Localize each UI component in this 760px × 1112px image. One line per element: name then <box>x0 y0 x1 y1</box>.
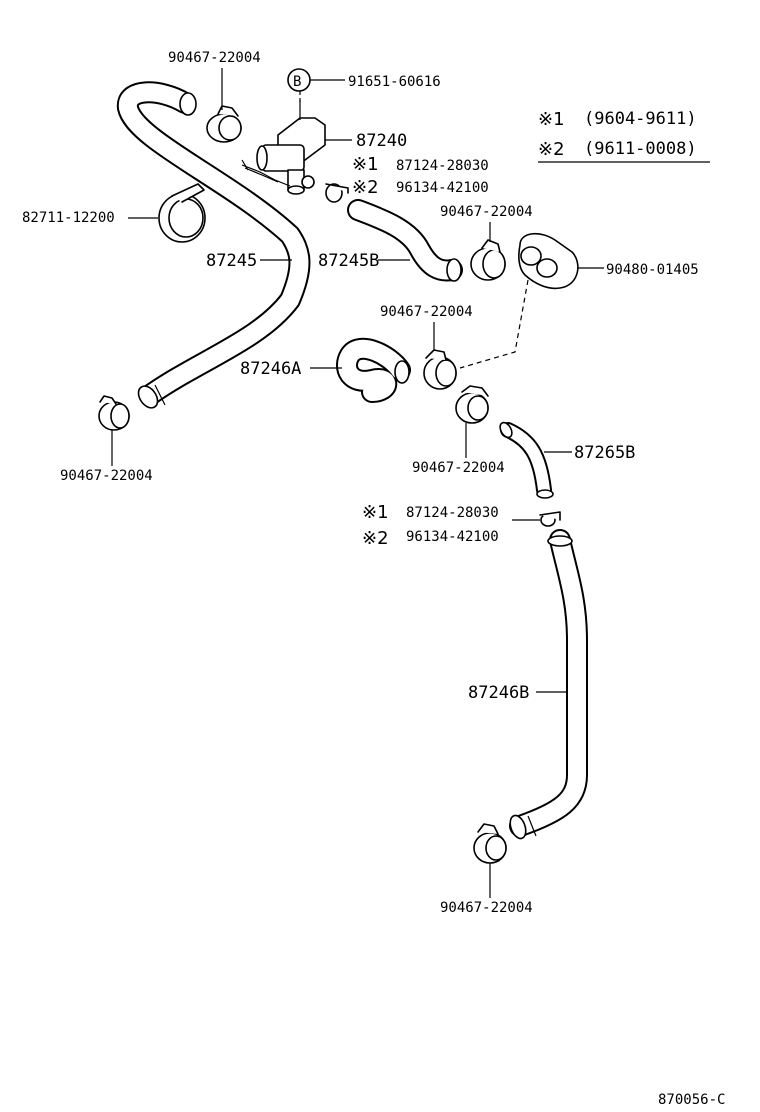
legend-mark-1: ※1 <box>538 109 565 130</box>
band-clamp[interactable] <box>158 183 206 243</box>
label-alt2b-part: 96134-42100 <box>406 529 499 545</box>
label-87245b: 87245B <box>318 251 379 271</box>
label-90480-01405: 90480-01405 <box>606 262 699 278</box>
label-alt2-part: 96134-42100 <box>396 180 489 196</box>
label-alt2b-mark: ※2 <box>362 528 389 549</box>
legend-mark-2: ※2 <box>538 139 565 160</box>
legend-range-1: (9604-9611) <box>584 109 697 129</box>
label-clamp-left-bottom: 90467-22004 <box>60 468 153 484</box>
label-87240: 87240 <box>356 131 407 151</box>
clamp-top[interactable] <box>206 105 242 143</box>
label-87265b: 87265B <box>574 443 635 463</box>
small-clip-lower[interactable] <box>539 511 561 527</box>
label-91651-60616: 91651-60616 <box>348 74 441 90</box>
legend: ※1 (9604-9611) ※2 (9611-0008) <box>538 109 710 163</box>
hose-end-top <box>179 92 197 116</box>
clamp-center-lower[interactable] <box>455 385 489 424</box>
label-87246b: 87246B <box>468 683 529 703</box>
b-marker-text: B <box>293 74 301 90</box>
valve-87240[interactable] <box>241 100 326 195</box>
label-alt2-mark: ※2 <box>352 177 379 198</box>
hose-end-bottom <box>137 385 159 409</box>
label-clamp-bottom: 90467-22004 <box>440 900 533 916</box>
hose-87246a[interactable] <box>336 337 411 403</box>
b-marker: B 91651-60616 <box>287 68 441 102</box>
pipe-87265b[interactable] <box>498 421 554 499</box>
clamp-center[interactable] <box>423 349 457 390</box>
label-alt1b-part: 87124-28030 <box>406 505 499 521</box>
label-alt1b-mark: ※1 <box>362 502 389 523</box>
label-clamp-top: 90467-22004 <box>168 50 261 66</box>
label-alt1-part: 87124-28030 <box>396 158 489 174</box>
label-alt1-mark: ※1 <box>352 154 379 175</box>
clamp-mid-right[interactable] <box>470 239 506 281</box>
label-clamp-mid-right: 90467-22004 <box>440 204 533 220</box>
hose-87245[interactable] <box>116 81 311 411</box>
clamp-bottom[interactable] <box>473 823 507 864</box>
label-87245: 87245 <box>206 251 257 271</box>
hose-87246b[interactable] <box>507 529 588 841</box>
legend-range-2: (9611-0008) <box>584 139 697 159</box>
label-82711-12200: 82711-12200 <box>22 210 115 226</box>
hose-87245b[interactable] <box>347 199 463 282</box>
grommet[interactable] <box>518 232 579 290</box>
label-87246a: 87246A <box>240 359 301 379</box>
clamp-left-bottom[interactable] <box>98 395 130 431</box>
diagram-id: 870056-C <box>658 1092 725 1108</box>
label-clamp-center: 90467-22004 <box>380 304 473 320</box>
label-clamp-center-lower: 90467-22004 <box>412 460 505 476</box>
small-clip-top[interactable] <box>301 175 349 203</box>
